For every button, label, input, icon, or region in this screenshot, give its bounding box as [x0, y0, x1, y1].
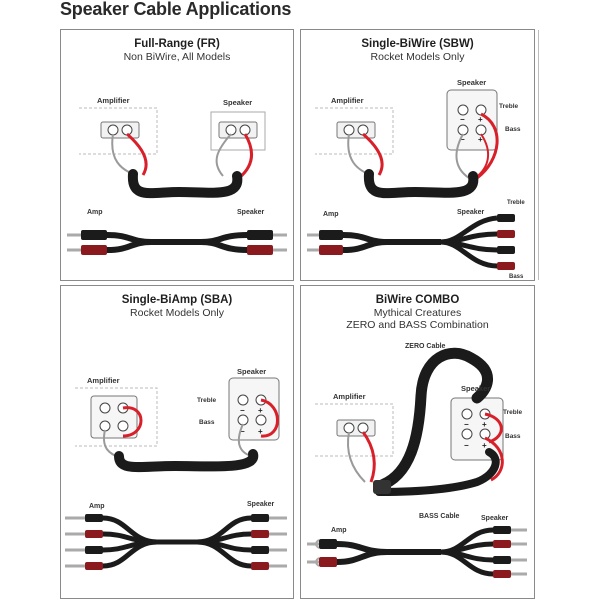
label-amp: Amp: [89, 503, 105, 510]
label-speaker-bottom: Speaker: [237, 209, 265, 216]
label-amplifier: Amplifier: [87, 376, 120, 385]
panel-subtitle: Rocket Models Only: [370, 51, 465, 63]
bass-cable: [375, 448, 500, 496]
single-biwire-diagram: − + − + Amplifier Speaker Treble Bass Am…: [307, 78, 525, 280]
panel-biwire-combo: BiWire COMBO Mythical Creatures ZERO and…: [300, 285, 535, 599]
spk-terminal-pos: [239, 124, 251, 136]
panel-title: Single-BiAmp (SBA): [121, 294, 233, 306]
svg-text:−: −: [460, 115, 465, 124]
label-speaker: Speaker: [461, 384, 490, 393]
label-speaker-bottom: Speaker: [481, 515, 509, 522]
bottom-cable: [65, 514, 287, 570]
amp-terminal-neg: [107, 124, 119, 136]
label-speaker-bottom: Speaker: [247, 501, 275, 508]
label-amplifier: Amplifier: [331, 96, 364, 105]
label-amplifier: Amplifier: [333, 392, 366, 401]
label-amp: Amp: [331, 527, 347, 534]
amplifier-outline: [79, 107, 158, 155]
svg-text:−: −: [464, 420, 469, 429]
svg-text:−: −: [240, 406, 245, 415]
amp-terminal-pos: [121, 124, 133, 136]
label-amp: Amp: [323, 211, 339, 218]
main-cable: [127, 169, 243, 199]
red-wire: [126, 132, 148, 176]
biwire-combo-diagram: − + − +: [307, 343, 527, 578]
label-speaker: Speaker: [457, 78, 486, 87]
svg-text:+: +: [482, 420, 487, 429]
full-range-diagram: Amplifier Speaker Amp Speaker: [67, 96, 287, 255]
label-speaker-bottom: Speaker: [457, 209, 485, 216]
spk-terminal-neg: [225, 124, 237, 136]
label-bass-bottom: Bass: [509, 274, 524, 280]
svg-text:−: −: [460, 135, 465, 144]
zero-cable: [373, 347, 493, 492]
svg-text:+: +: [478, 115, 483, 124]
panel-title: Full-Range (FR): [134, 38, 220, 50]
label-bass: Bass: [505, 126, 521, 133]
bottom-cable: [307, 526, 527, 578]
red-wire: [238, 133, 254, 180]
speaker-terminals: [218, 121, 258, 139]
panel-subtitle: Rocket Models Only: [130, 307, 224, 319]
svg-text:+: +: [258, 427, 263, 436]
label-bass: Bass: [199, 419, 215, 426]
amplifier-terminals: [100, 121, 140, 139]
speaker-terminal-plate: [446, 89, 498, 151]
label-speaker: Speaker: [223, 98, 252, 107]
panel-subtitle-2: ZERO and BASS Combination: [346, 319, 489, 331]
panel-subtitle: Mythical Creatures: [373, 307, 462, 319]
label-bass-cable: BASS Cable: [419, 513, 460, 520]
panel-subtitle: Non BiWire, All Models: [123, 51, 231, 63]
page-title: Speaker Cable Applications: [60, 0, 292, 19]
svg-text:−: −: [464, 441, 469, 450]
svg-text:+: +: [258, 406, 263, 415]
panel-title: BiWire COMBO: [375, 294, 460, 306]
panel-single-biwire: Single-BiWire (SBW) Rocket Models Only −…: [300, 29, 535, 281]
label-treble-bottom: Treble: [507, 200, 525, 206]
single-biamp-diagram: − + − +: [65, 367, 287, 570]
panel-title: Single-BiWire (SBW): [361, 38, 474, 50]
divider: [538, 30, 539, 280]
svg-text:−: −: [240, 427, 245, 436]
label-bass: Bass: [505, 433, 521, 440]
gray-wire: [215, 133, 232, 177]
label-treble: Treble: [499, 103, 519, 110]
panel-single-biamp: Single-BiAmp (SBA) Rocket Models Only − …: [60, 285, 294, 599]
label-speaker: Speaker: [237, 367, 266, 376]
panel-full-range: Full-Range (FR) Non BiWire, All Models A…: [60, 29, 294, 281]
label-amp: Amp: [87, 209, 103, 216]
label-zero-cable: ZERO Cable: [405, 343, 446, 350]
label-amplifier: Amplifier: [97, 96, 130, 105]
svg-text:+: +: [482, 441, 487, 450]
svg-text:+: +: [478, 135, 483, 144]
speaker-outline: [210, 111, 266, 151]
cable-joiner: [373, 480, 391, 494]
bottom-cable: [106, 232, 248, 245]
label-treble: Treble: [197, 397, 217, 404]
label-treble: Treble: [503, 409, 523, 416]
